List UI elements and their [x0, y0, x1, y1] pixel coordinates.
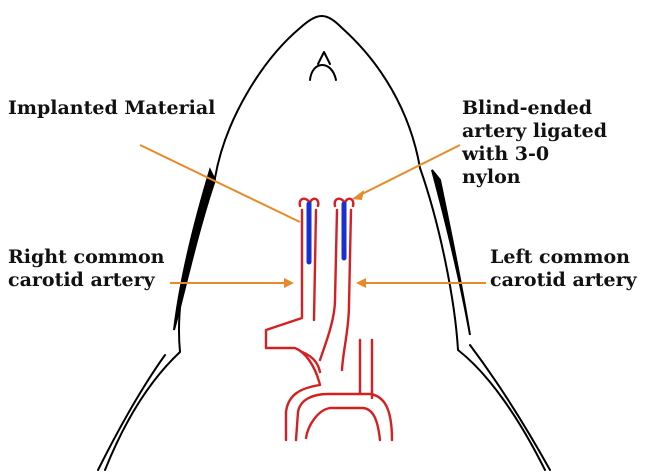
left-ear-shape [174, 170, 215, 330]
artery-tree [266, 199, 392, 440]
right-carotid-line-1: Right common [8, 246, 164, 269]
left-carotid-label: Left common carotid artery [490, 246, 637, 292]
blind-ended-line-1: Blind-ended [462, 97, 607, 120]
body-outline [98, 16, 550, 470]
left-carotid-line-2: carotid artery [490, 269, 637, 292]
right-carotid-inner [314, 210, 316, 320]
right-ear-shape [432, 170, 470, 335]
blind-ended-line-3: with 3-0 [462, 143, 607, 166]
right-carotid-artery [266, 210, 320, 440]
aortic-arch-inner [306, 408, 380, 440]
blind-ended-artery-label: Blind-ended artery ligated with 3-0 nylo… [462, 97, 607, 189]
right-carotid-line-2: carotid artery [8, 269, 164, 292]
left-shoulder-line [98, 355, 165, 470]
head-outline [215, 16, 420, 178]
right-carotid-arrowhead [284, 278, 294, 288]
right-carotid-label: Right common carotid artery [8, 246, 164, 292]
left-carotid-arrowhead [356, 278, 366, 288]
aortic-arch [296, 394, 392, 440]
left-carotid-artery [320, 210, 337, 360]
blind-ended-line-2: artery ligated [462, 120, 607, 143]
left-carotid-line-1: Left common [490, 246, 637, 269]
blind-ended-line-4: nylon [462, 166, 607, 189]
right-body-outline [420, 168, 545, 470]
blind-ended-pointer [358, 145, 460, 196]
nose-tip [310, 65, 336, 80]
blind-ended-arrowhead [352, 190, 364, 200]
implanted-material-label: Implanted Material [8, 97, 215, 120]
nose-detail [318, 52, 330, 64]
